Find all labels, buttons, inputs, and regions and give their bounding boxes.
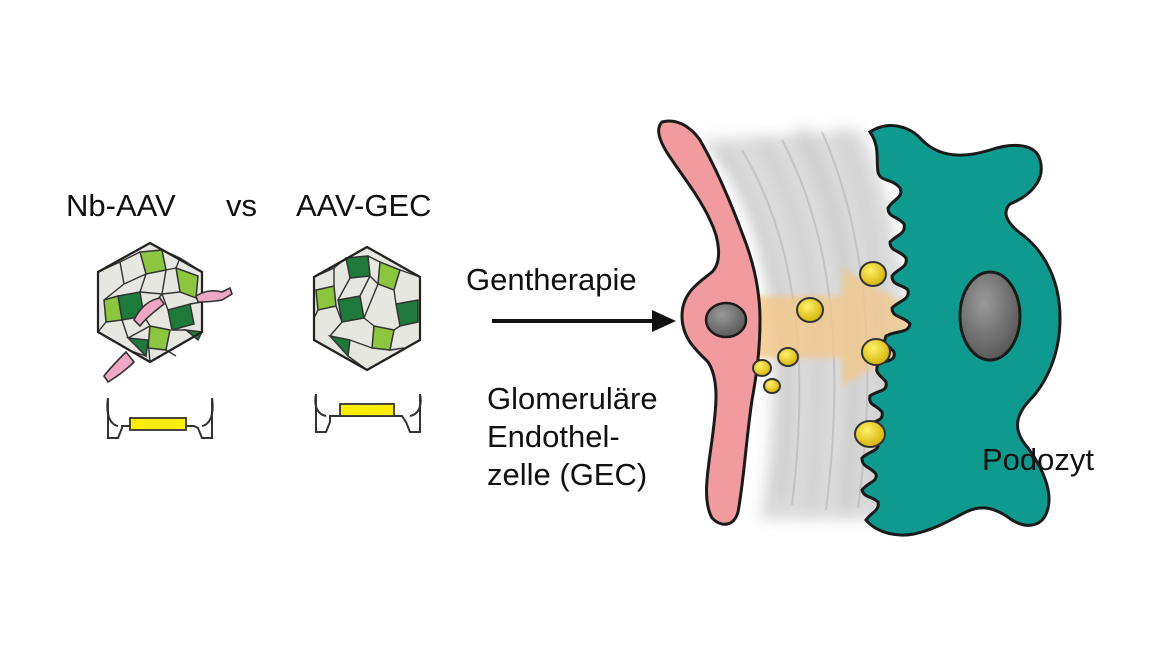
particle-icon bbox=[796, 297, 824, 323]
glomerular-endothelial-cell-label: Glomeruläre Endothel- zelle (GEC) bbox=[487, 380, 658, 494]
glomerular-label-line-3: zelle (GEC) bbox=[487, 457, 648, 492]
particle-icon bbox=[854, 420, 886, 448]
particle-icon bbox=[861, 338, 891, 366]
podozyt-label: Podozyt bbox=[982, 442, 1095, 477]
aav-gec-vector-genome-icon bbox=[314, 393, 422, 433]
aav-gec-capsid-icon bbox=[312, 245, 422, 372]
aav-gec-label: AAV-GEC bbox=[296, 188, 432, 223]
particle-icon bbox=[763, 378, 781, 394]
transgene-particles bbox=[752, 261, 891, 448]
nb-aav-label: Nb-AAV bbox=[66, 188, 176, 223]
versus-label: vs bbox=[226, 188, 257, 223]
endothelial-nucleus bbox=[704, 301, 748, 339]
glomerular-label-line-1: Glomeruläre bbox=[487, 381, 658, 416]
nb-aav-vector-genome-icon bbox=[106, 397, 214, 439]
gentherapie-label: Gentherapie bbox=[466, 262, 637, 297]
gene-therapy-arrow-icon bbox=[492, 310, 676, 332]
nanobody-icon bbox=[103, 286, 233, 384]
particle-icon bbox=[752, 359, 772, 377]
glomerular-label-line-2: Endothel- bbox=[487, 419, 620, 454]
nb-aav-capsid-icon bbox=[96, 241, 204, 364]
particle-icon bbox=[859, 261, 887, 287]
particle-icon bbox=[777, 347, 799, 367]
podocyte-nucleus bbox=[958, 270, 1022, 362]
